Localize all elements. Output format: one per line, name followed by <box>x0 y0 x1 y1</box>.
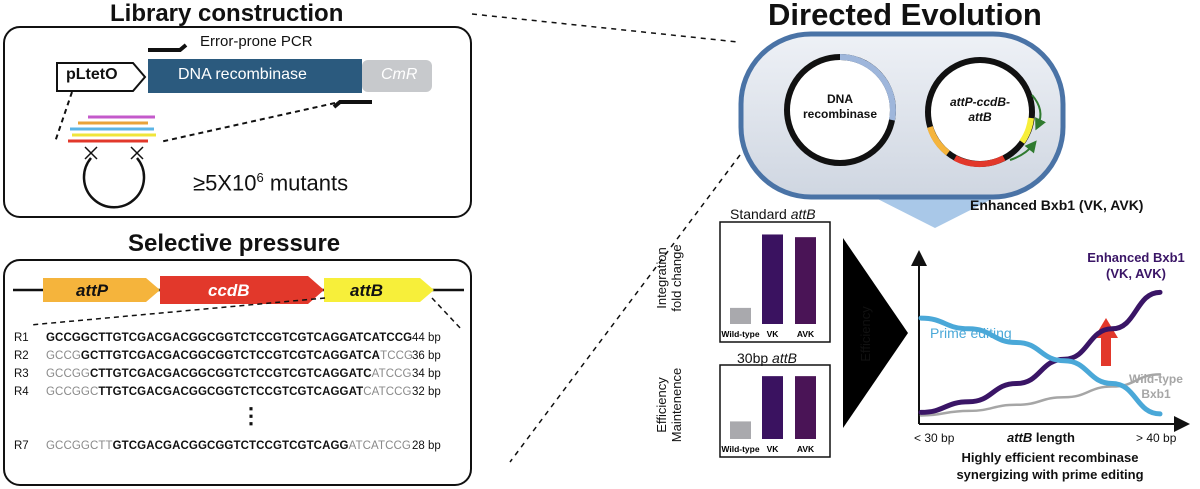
bar-vk <box>762 376 783 439</box>
attB-label: attB <box>350 281 384 300</box>
promoter-shape <box>56 62 147 92</box>
bar-avk <box>795 237 816 324</box>
ccdB-label: ccdB <box>208 281 250 300</box>
bar-avk <box>795 376 816 439</box>
bar-wild-type <box>730 307 751 324</box>
sequence-row: R4 GCCGGCTTGTCGACGACGGCGGTCTCCGTCGTCAGGA… <box>14 386 441 398</box>
bar-tick-label: VK <box>767 444 780 454</box>
bar-tick-label: AVK <box>797 329 815 339</box>
reverse-primer <box>332 100 372 109</box>
directed-title: Directed Evolution <box>768 0 1042 32</box>
attB-site <box>324 278 434 302</box>
ccdB-gene <box>160 276 324 304</box>
wildtype-bxb1-curve <box>919 373 1162 417</box>
cmr-gene <box>362 60 432 92</box>
recombination-cross <box>84 146 144 160</box>
recombination-arrow <box>1031 94 1046 131</box>
recombinase-gene <box>148 59 362 93</box>
x-max-label: > 40 bp <box>1136 431 1177 445</box>
pcr-label: Error-prone PCR <box>200 33 313 50</box>
bar-chart-top-title: Standard attB <box>730 206 816 222</box>
enhanced-bxb1-label: Enhanced Bxb1 (VK, AVK) <box>970 197 1144 213</box>
recombination-arrow <box>1009 140 1037 161</box>
promoter-label: pLtetO <box>66 66 118 83</box>
sequence-row: R2 GCCGGCTTGTCGACGACGGCGGTCTCCGTCGTCAGGA… <box>14 350 441 362</box>
chevron-arrow <box>843 238 908 428</box>
line-chart-xlabel: attB length <box>1007 430 1075 445</box>
cmr-label: CmR <box>381 66 418 83</box>
selective-panel <box>3 259 472 486</box>
x-min-label: < 30 bp <box>914 431 955 445</box>
improvement-arrow <box>1101 336 1111 366</box>
library-panel <box>3 26 472 218</box>
bar-vk <box>762 234 783 324</box>
recombinase-label: DNA recombinase <box>178 66 307 83</box>
forward-primer <box>148 43 188 52</box>
bar-chart-frame <box>719 364 831 458</box>
vector-plasmid <box>82 157 146 209</box>
bar-tick-label: Wild-type <box>721 444 759 454</box>
enhanced-curve-label: Enhanced Bxb1(VK, AVK) <box>1087 250 1185 281</box>
prime-editing-curve <box>918 315 1163 417</box>
bar-tick-label: AVK <box>797 444 815 454</box>
bar-tick-label: VK <box>767 329 780 339</box>
mutant-count: ≥5X106 mutants <box>193 170 349 196</box>
sequence-row: R3 GCCGGCTTGTCGACGACGGCGGTCTCCGTCGTCAGGA… <box>14 368 441 380</box>
selective-title: Selective pressure <box>128 230 341 257</box>
plasmid2-label: attP-ccdB-attB <box>949 95 1010 124</box>
attP-site <box>43 278 160 302</box>
attP-label: attP <box>76 281 109 300</box>
library-title: Library construction <box>110 0 344 27</box>
bar-tick-label: Wild-type <box>721 329 759 339</box>
bar-chart-frame <box>719 221 831 343</box>
sequence-ellipsis: ⋮ <box>240 403 262 428</box>
sequence-row: R1 GCCGGCTTGTCGACGACGGCGGTCTCCGTCGTCAGGA… <box>14 332 441 344</box>
enhanced-bxb1-curve <box>918 289 1163 415</box>
bar-wild-type <box>730 421 751 439</box>
sequence-row: R7 GCCGGCTTGTCGACGACGGCGGTCTCCGTCGTCAGGA… <box>14 440 441 452</box>
bar-chart-bottom-title: 30bp attB <box>737 350 797 366</box>
